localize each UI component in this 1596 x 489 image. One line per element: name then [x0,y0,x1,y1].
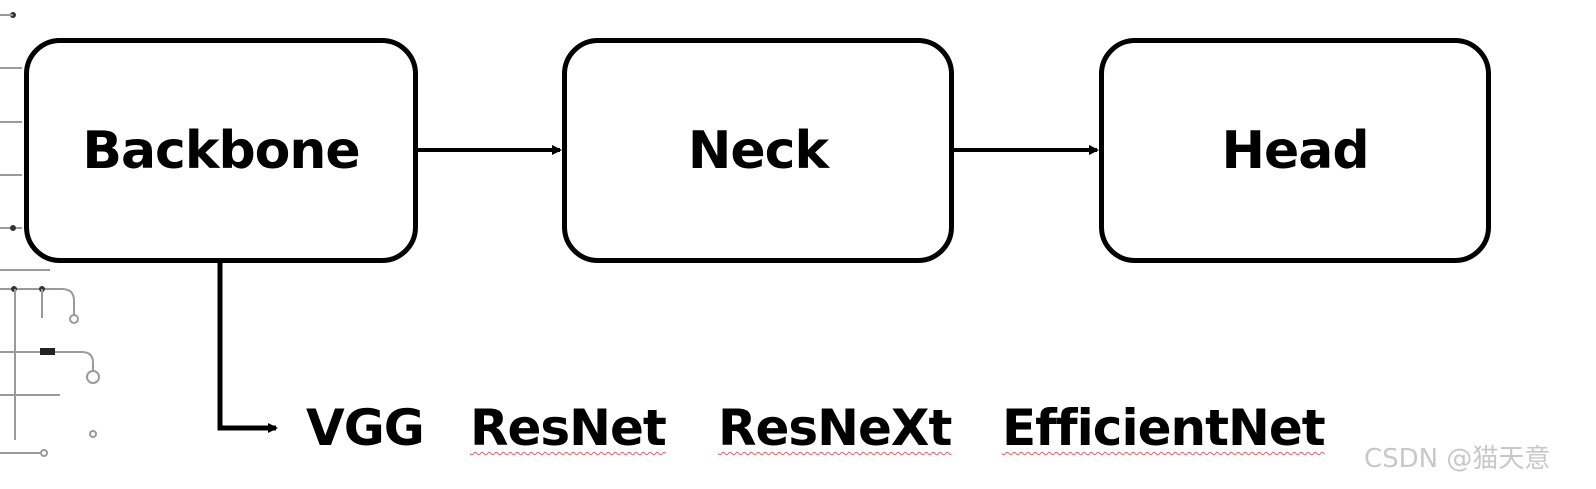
backbone-example-efficientnet: EfficientNet [1002,399,1326,457]
edge-backbone-to-examples [217,263,278,433]
head-node: Head [1099,38,1491,263]
backbone-node-label: Backbone [82,120,360,181]
head-node-label: Head [1221,120,1369,181]
neck-node: Neck [562,38,954,263]
backbone-node: Backbone [24,38,418,263]
circuit-decoration [0,12,100,457]
watermark-text: CSDN @猫天意 [1364,444,1551,474]
backbone-example-resnext: ResNeXt [718,399,952,457]
backbone-example-vgg: VGG [306,399,425,457]
backbone-example-resnet: ResNet [470,399,667,457]
neck-node-label: Neck [687,120,829,181]
